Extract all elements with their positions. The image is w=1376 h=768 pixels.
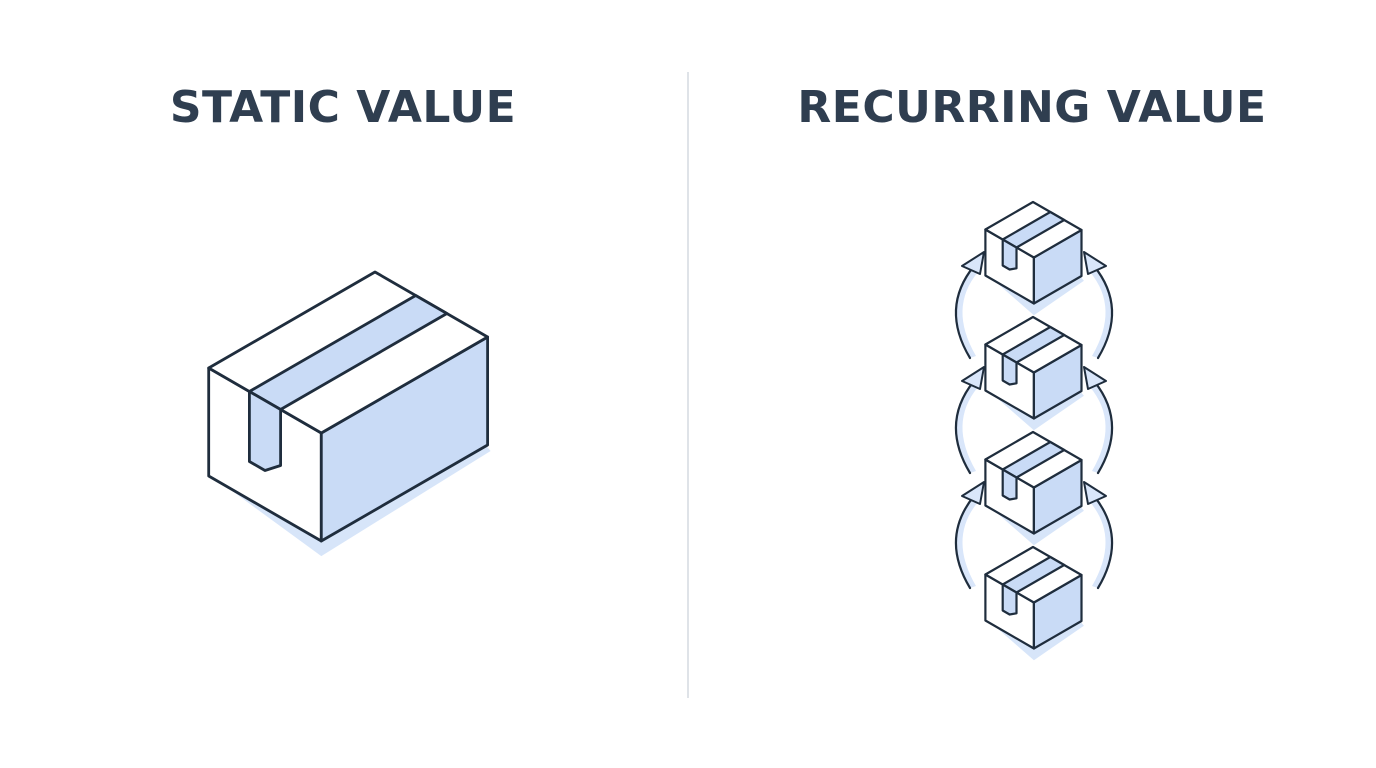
- curved-up-arrow-icon: [954, 251, 985, 360]
- box-tape-flap: [1001, 353, 1018, 386]
- box-tape-flap: [247, 390, 283, 472]
- box-tape-flap: [1001, 238, 1018, 271]
- panel-divider: [687, 72, 689, 698]
- small-box-icon: [984, 430, 1084, 546]
- curved-up-arrow-icon: [954, 481, 985, 590]
- small-box-icon: [984, 315, 1084, 431]
- small-box-icon: [984, 200, 1084, 316]
- recurring-value-title: RECURRING VALUE: [797, 82, 1267, 133]
- single-box-icon: [207, 270, 491, 557]
- small-box-icon: [984, 545, 1084, 661]
- curved-up-arrow-icon: [1083, 251, 1114, 360]
- static-value-title: STATIC VALUE: [169, 82, 517, 133]
- box-tape-flap: [1001, 583, 1018, 616]
- box-stack-cycle-icon: [954, 200, 1114, 661]
- curved-up-arrow-icon: [1083, 366, 1114, 475]
- curved-up-arrow-icon: [954, 366, 985, 475]
- curved-up-arrow-icon: [1083, 481, 1114, 590]
- box-tape-flap: [1001, 468, 1018, 501]
